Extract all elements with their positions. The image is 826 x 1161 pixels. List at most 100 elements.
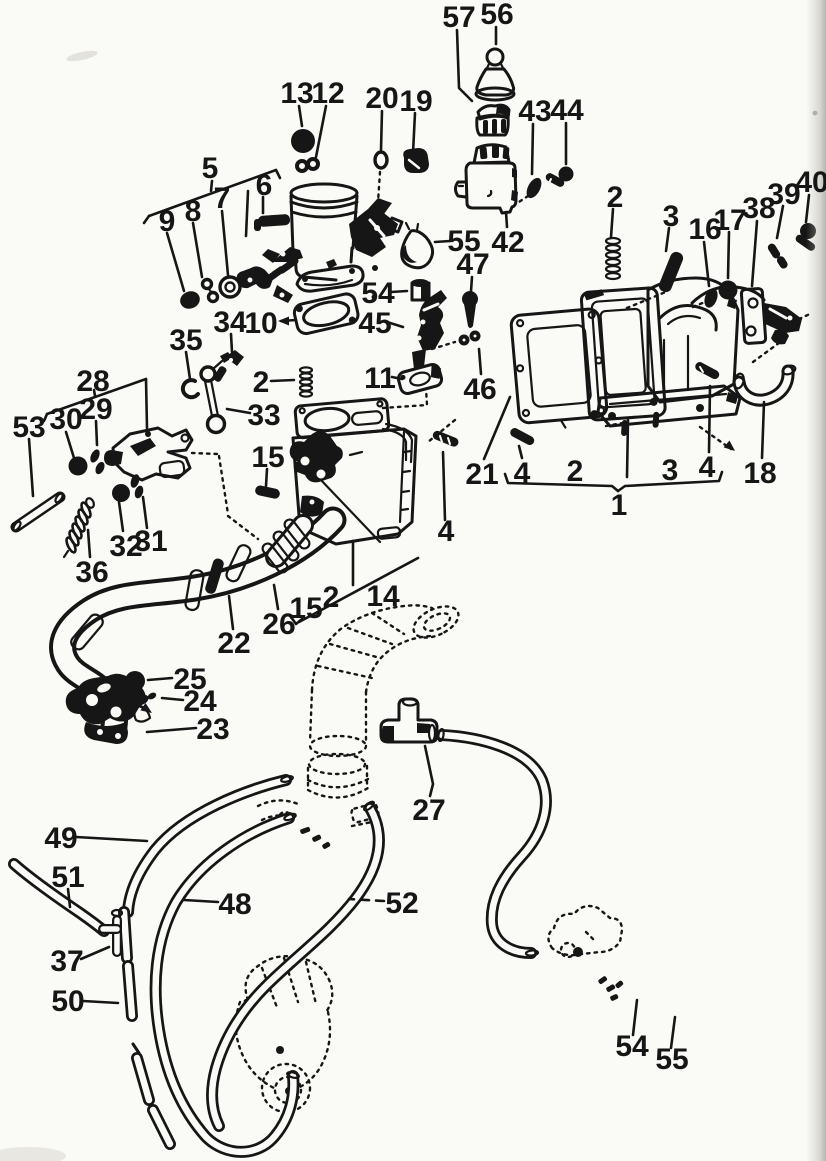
o-ring: [110, 908, 124, 918]
callout-4: 4: [699, 384, 716, 484]
part-number-2: 2: [607, 181, 624, 214]
leader-line: [297, 104, 304, 128]
leader-line: [160, 696, 185, 702]
callout-39: 39: [767, 178, 801, 240]
plug-25: [125, 671, 145, 691]
part-number-47: 47: [456, 248, 489, 281]
leader-line: [146, 676, 174, 682]
callout-55: 55: [655, 1015, 689, 1076]
callout-9: 9: [159, 205, 186, 293]
part-number-4: 4: [699, 451, 716, 484]
part-number-7: 7: [214, 182, 231, 215]
part-number-55: 55: [447, 225, 480, 258]
hose-to-fuel-pump: [436, 727, 552, 959]
linkage-bracket-28: [104, 426, 194, 482]
leader-line: [182, 898, 220, 904]
dotted-ring: [307, 752, 367, 776]
leader-line: [297, 556, 420, 624]
part-number-43: 43: [518, 95, 551, 128]
callout-30: 30: [49, 403, 83, 460]
damper-ball-13: [291, 129, 315, 153]
part-number-19: 19: [399, 85, 432, 118]
part-number-57: 57: [442, 1, 475, 34]
part-number-25: 25: [173, 663, 206, 696]
leader-line: [229, 332, 234, 354]
part-number-9: 9: [159, 205, 176, 238]
leader-line: [225, 407, 252, 415]
leader-line: [347, 897, 386, 903]
bracket-38: [690, 285, 802, 345]
part-number-6: 6: [256, 169, 273, 202]
air-cleaner-assembly-drawing: [509, 223, 816, 451]
callout-15: 15: [251, 441, 285, 488]
stud-4: [432, 430, 459, 447]
part-number-18: 18: [743, 457, 776, 490]
part-number-20: 20: [365, 82, 398, 115]
part-number-42: 42: [491, 226, 524, 259]
part-number-49: 49: [44, 822, 77, 855]
cup-54: [410, 279, 431, 302]
carburetor-body-3: [596, 276, 742, 428]
leader-line: [81, 999, 120, 1005]
hose-49: [122, 774, 294, 918]
spring-2-left-drawing: [298, 366, 314, 398]
part-number-16: 16: [688, 213, 721, 246]
leader-line: [272, 583, 280, 611]
spacer-29: [90, 449, 100, 463]
leader-line: [220, 209, 230, 277]
leader-line: [530, 122, 535, 176]
bolt-44: [545, 166, 574, 187]
callout-17: 17: [713, 204, 747, 280]
leader-line: [441, 450, 447, 522]
part-number-13: 13: [280, 77, 313, 110]
throttle-lever-cluster: [289, 430, 343, 517]
part-number-55: 55: [655, 1043, 688, 1076]
callout-44: 44: [550, 94, 584, 166]
callout-18: 18: [743, 400, 777, 490]
part-number-11: 11: [364, 362, 396, 395]
callout-26: 26: [262, 583, 296, 641]
leader-line: [314, 104, 328, 159]
leader-line: [609, 207, 615, 239]
leader-line: [147, 168, 278, 218]
callout-4: 4: [514, 444, 531, 490]
part-number-17: 17: [713, 204, 746, 237]
page-edge-shadow: [806, 0, 826, 1161]
part-number-48: 48: [218, 888, 251, 921]
part-number-28: 28: [76, 365, 109, 398]
grommet-32: [112, 484, 130, 502]
callout-19: 19: [399, 85, 433, 155]
part-number-54: 54: [615, 1030, 649, 1063]
part-number-24: 24: [183, 685, 217, 718]
vacuum-hoses-drawing: [8, 727, 552, 1158]
leader-line: [726, 230, 731, 280]
part-number-39: 39: [767, 178, 800, 211]
part-number-37: 37: [50, 945, 83, 978]
leader-line: [664, 226, 671, 253]
leader-line: [142, 214, 151, 225]
part-number-29: 29: [79, 393, 112, 426]
leader-line: [165, 231, 186, 293]
callout-38: 38: [742, 192, 776, 288]
callout-53: 53: [12, 411, 46, 498]
leader-line: [74, 835, 149, 843]
leader-line: [482, 395, 512, 461]
jet-assembly-45: [412, 290, 447, 369]
part-number-31: 31: [134, 525, 167, 558]
callout-56: 56: [480, 0, 514, 46]
throttle-body-and-levers: [236, 198, 404, 303]
bolt-43: [526, 177, 542, 199]
part-number-46: 46: [463, 373, 496, 406]
cuff-band: [261, 542, 289, 574]
callout-14: 14: [289, 539, 420, 626]
callout-5: 5: [142, 152, 282, 238]
filter-seat-57: [475, 103, 511, 137]
leader-line: [191, 221, 204, 279]
callout-16: 16: [688, 213, 722, 288]
filter-element-56: [475, 67, 516, 97]
callout-25: 25: [146, 663, 207, 696]
elbow-hose-18: [732, 364, 797, 407]
hose-51: [8, 858, 110, 937]
callout-24: 24: [160, 685, 217, 718]
